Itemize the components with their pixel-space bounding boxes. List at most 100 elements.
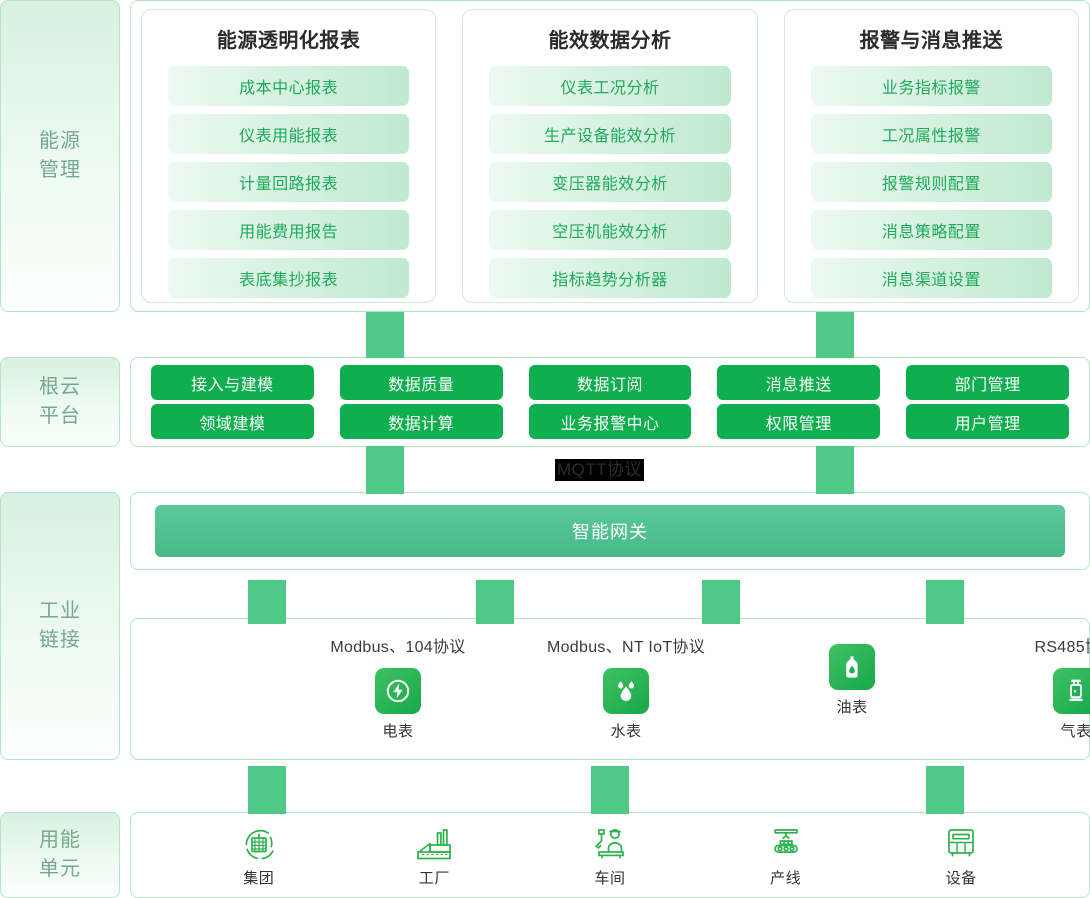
layer-energy-consuming-unit: 用能 单元 集团 [0,812,1090,898]
platform-button[interactable]: 消息推送 [717,365,881,400]
panel-item[interactable]: 消息渠道设置 [810,258,1052,298]
workshop-icon [540,823,680,865]
layer-energy-management: 能源 管理 能源透明化报表 成本中心报表 仪表用能报表 计量回路报表 用能费用报… [0,0,1090,312]
connector-meter-unit-3 [926,766,964,814]
meter-name: 油表 [836,699,868,716]
unit-factory[interactable]: 工厂 [364,823,504,888]
layer-body-energy-management: 能源透明化报表 成本中心报表 仪表用能报表 计量回路报表 用能费用报告 表底集抄… [130,0,1090,312]
panel-item[interactable]: 成本中心报表 [168,66,410,106]
gateway-box: 智能网关 [130,492,1090,570]
smart-gateway-bar[interactable]: 智能网关 [155,505,1065,557]
panel-item-list: 业务指标报警 工况属性报警 报警规则配置 消息策略配置 消息渠道设置 [810,66,1052,298]
water-meter-icon [603,668,649,714]
panel-item-list: 仪表工况分析 生产设备能效分析 变压器能效分析 空压机能效分析 指标趋势分析器 [489,66,731,298]
connector-meter-unit-2 [591,766,629,814]
platform-button-column: 部门管理 用户管理 [906,365,1069,439]
layer-label-industrial-connection: 工业 链接 [0,492,120,760]
layer-label-line-1: 用能 [39,829,81,851]
platform-button[interactable]: 业务报警中心 [528,404,692,439]
panel-item[interactable]: 消息策略配置 [810,210,1052,250]
panel-item[interactable]: 业务指标报警 [810,66,1052,106]
meter-name: 水表 [610,723,642,740]
platform-button[interactable]: 部门管理 [906,365,1069,400]
layer-label-root-cloud-platform: 根云 平台 [0,357,120,447]
layer-label-line-2: 管理 [39,159,81,181]
panel-title: 能源透明化报表 [216,30,361,52]
platform-button[interactable]: 用户管理 [906,404,1069,439]
connector-energy-platform-right [816,312,854,358]
unit-workshop[interactable]: 车间 [540,823,680,888]
platform-button[interactable]: 数据订阅 [528,365,692,400]
layer-label-line-2: 链接 [39,629,81,651]
platform-button-column: 消息推送 权限管理 [717,365,881,439]
panel-item[interactable]: 变压器能效分析 [489,162,731,202]
meter-oil[interactable]: 油表 [737,633,967,717]
panel-item[interactable]: 生产设备能效分析 [489,114,731,154]
unit-name: 集团 [243,869,275,887]
platform-button[interactable]: 接入与建模 [151,365,314,400]
unit-name: 设备 [945,869,977,887]
layer-body-root-cloud-platform: 接入与建模 领域建模 数据质量 数据计算 数据订阅 业务报警中心 消息推送 权限… [130,357,1090,447]
meter-name: 电表 [382,723,414,740]
panel-item[interactable]: 工况属性报警 [810,114,1052,154]
panel-alarm-and-message-push: 报警与消息推送 业务指标报警 工况属性报警 报警规则配置 消息策略配置 消息渠道… [783,9,1079,303]
panel-title: 报警与消息推送 [859,30,1004,52]
mqtt-protocol-label: MQTT协议 [555,459,645,481]
panel-item[interactable]: 仪表用能报表 [168,114,410,154]
protocol-label: Modbus、104协议 [330,639,466,656]
unit-production-line[interactable]: 产线 [716,823,856,888]
panel-item[interactable]: 指标趋势分析器 [489,258,731,298]
meter-electric[interactable]: Modbus、104协议 电表 [283,633,513,741]
panel-item[interactable]: 计量回路报表 [168,162,410,202]
platform-button-column: 数据质量 数据计算 [339,365,503,439]
panel-energy-efficiency-analysis: 能效数据分析 仪表工况分析 生产设备能效分析 变压器能效分析 空压机能效分析 指… [462,9,758,303]
unit-name: 车间 [594,869,626,887]
panel-item[interactable]: 空压机能效分析 [489,210,731,250]
oil-meter-icon [829,644,875,690]
connector-gateway-meter-3 [702,580,740,624]
layer-label-line-1: 根云 [39,376,81,398]
unit-name: 产线 [770,869,802,887]
panel-item-list: 成本中心报表 仪表用能报表 计量回路报表 用能费用报告 表底集抄报表 [168,66,410,298]
panel-item[interactable]: 仪表工况分析 [489,66,731,106]
layer-label-energy-management: 能源 管理 [0,0,120,312]
panel-item[interactable]: 报警规则配置 [810,162,1052,202]
equipment-icon [891,823,1031,865]
connector-platform-gateway-right [816,446,854,494]
factory-icon [364,823,504,865]
industrial-stack: 智能网关 Modbus、104协议 电表 Modbus、NT IoT协议 [130,492,1090,760]
unit-group[interactable]: 集团 [189,823,329,888]
platform-button[interactable]: 权限管理 [717,404,881,439]
unit-equipment[interactable]: 设备 [891,823,1031,888]
group-icon [189,823,329,865]
layer-label-line-1: 工业 [39,600,81,622]
platform-button-column: 接入与建模 领域建模 [151,365,314,439]
unit-name: 工厂 [418,869,450,887]
platform-button[interactable]: 领域建模 [151,404,314,439]
protocol-label: RS485协议 [1034,639,1090,656]
production-line-icon [716,823,856,865]
meter-gas[interactable]: RS485协议 气表 [961,633,1090,741]
meter-name: 气表 [1060,723,1090,740]
layer-label-line-1: 能源 [39,130,81,152]
panel-item[interactable]: 表底集抄报表 [168,258,410,298]
electric-meter-icon [375,668,421,714]
gas-meter-icon [1053,668,1090,714]
connector-meter-unit-1 [248,766,286,814]
meter-water[interactable]: Modbus、NT IoT协议 水表 [511,633,741,741]
connector-gateway-meter-4 [926,580,964,624]
platform-button[interactable]: 数据计算 [339,404,503,439]
layer-label-line-2: 平台 [39,405,81,427]
connector-platform-gateway-left [366,446,404,494]
meters-box: Modbus、104协议 电表 Modbus、NT IoT协议 [130,618,1090,760]
connector-gateway-meter-1 [248,580,286,624]
connector-gateway-meter-2 [476,580,514,624]
platform-button-column: 数据订阅 业务报警中心 [528,365,692,439]
layer-body-energy-consuming-unit: 集团 工厂 [130,812,1090,898]
panel-item[interactable]: 用能费用报告 [168,210,410,250]
panel-energy-transparency-report: 能源透明化报表 成本中心报表 仪表用能报表 计量回路报表 用能费用报告 表底集抄… [141,9,437,303]
platform-button[interactable]: 数据质量 [339,365,503,400]
protocol-label: Modbus、NT IoT协议 [546,639,706,656]
panel-title: 能效数据分析 [548,30,672,52]
